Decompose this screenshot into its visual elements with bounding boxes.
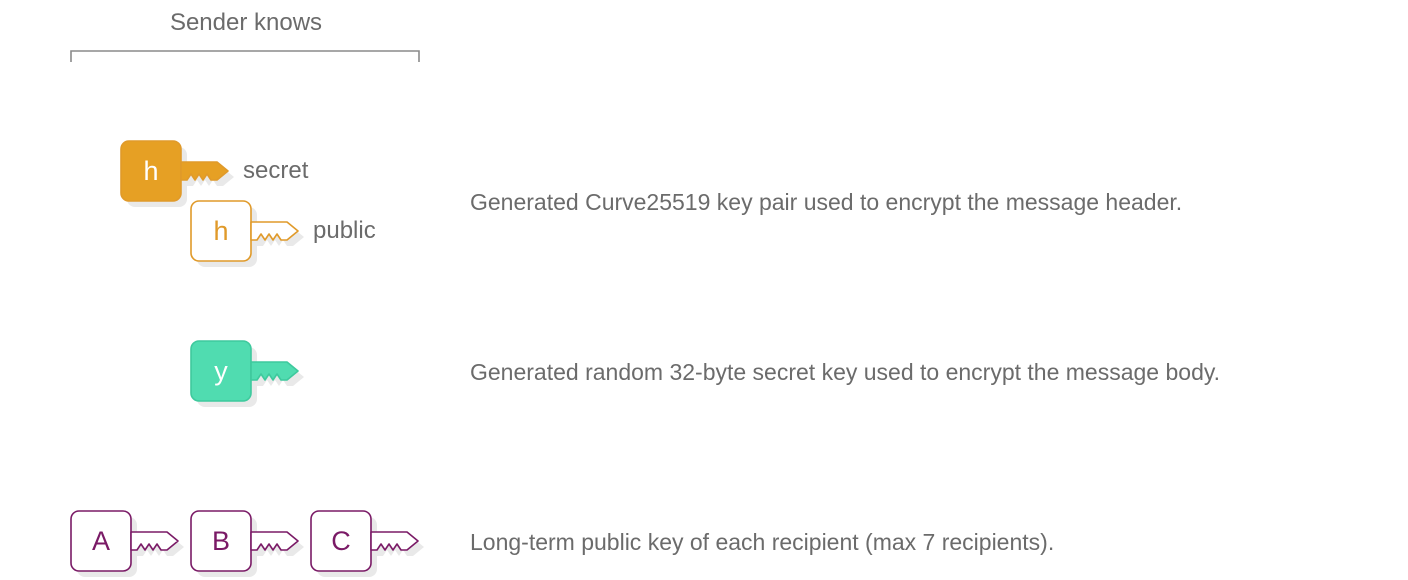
body-secret-key-icon-letter: y <box>214 356 228 386</box>
recipient-key-icon-a-letter: A <box>92 526 110 556</box>
sender-knows-title: Sender knows <box>170 9 322 36</box>
recipients-description: Long-term public key of each recipient (… <box>470 529 1054 555</box>
recipient-key-icon-c-shape <box>310 510 419 572</box>
sender-knows-bracket <box>70 50 420 62</box>
recipient-key-icon-b-letter: B <box>212 526 230 556</box>
header-public-key-icon-shape <box>190 200 299 262</box>
header-public-key-label: public <box>313 217 376 244</box>
body-key-description: Generated random 32-byte secret key used… <box>470 359 1220 385</box>
recipient-key-icon-b-shape <box>190 510 299 572</box>
body-secret-key-icon-shape <box>190 340 299 402</box>
header-public-key-icon-letter: h <box>213 216 228 246</box>
body-secret-key-icon: y <box>190 340 304 407</box>
recipient-key-icon-c: C <box>310 510 424 577</box>
recipient-key-icon-a: A <box>70 510 184 577</box>
header-secret-key-icon-letter: h <box>143 156 158 186</box>
header-secret-key-icon-shape <box>120 140 229 202</box>
recipient-key-icon-b: B <box>190 510 304 577</box>
recipient-key-icon-c-letter: C <box>331 526 351 556</box>
header-secret-key-label: secret <box>243 157 309 184</box>
header-public-key-icon: h <box>190 200 304 267</box>
header-secret-key-icon: h <box>120 140 234 207</box>
header-keypair-description: Generated Curve25519 key pair used to en… <box>470 189 1182 215</box>
recipient-key-icon-a-shape <box>70 510 179 572</box>
